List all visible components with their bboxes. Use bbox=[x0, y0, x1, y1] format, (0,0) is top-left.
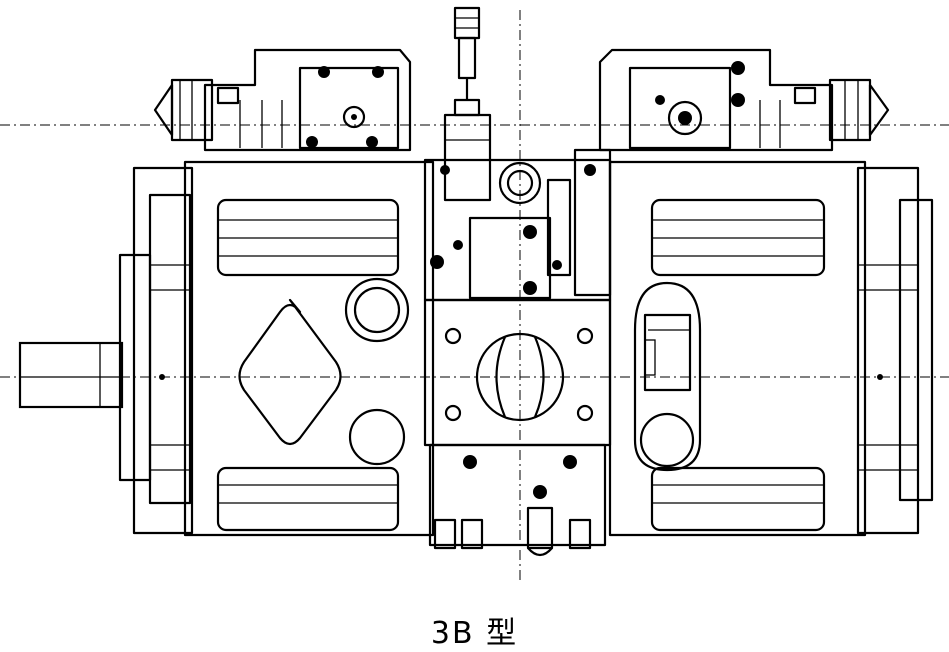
center-flange bbox=[423, 298, 612, 447]
left-regulator bbox=[153, 48, 412, 152]
pump-assembly-svg bbox=[0, 6, 949, 580]
sensor-connector bbox=[443, 6, 492, 202]
center-valve-body bbox=[423, 148, 612, 302]
bottom-block bbox=[428, 443, 607, 557]
input-shaft bbox=[18, 341, 124, 409]
right-regulator bbox=[598, 48, 890, 152]
figure-caption: 3B 型 bbox=[430, 616, 519, 651]
right-pump-housing bbox=[608, 160, 934, 537]
left-pump-housing bbox=[118, 160, 435, 537]
